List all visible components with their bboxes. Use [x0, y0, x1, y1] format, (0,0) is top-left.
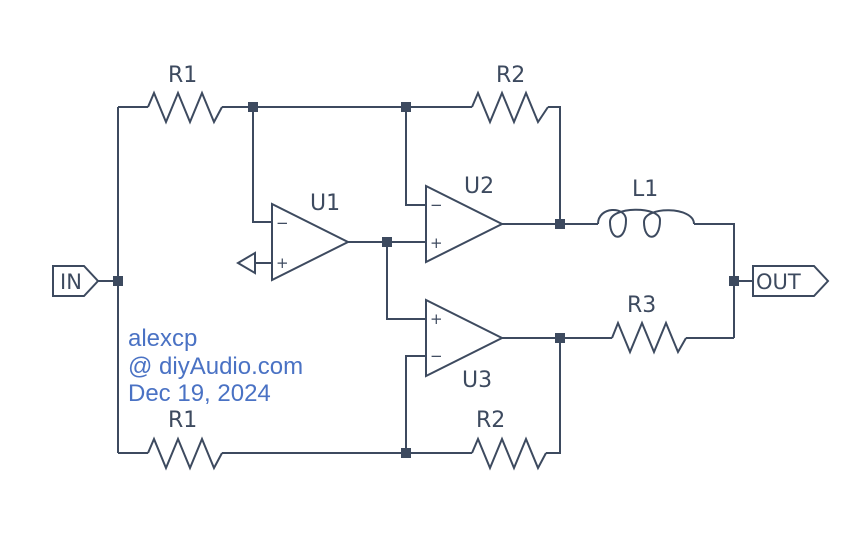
opamp-icon	[425, 298, 505, 378]
opamp-u2[interactable]: − + U2	[425, 174, 505, 264]
opamp-u1[interactable]: − + U1	[271, 191, 351, 282]
resistor-icon	[147, 90, 223, 125]
u1-label: U1	[310, 191, 340, 216]
r2-top-label: R2	[496, 63, 525, 88]
ground-symbol	[236, 251, 256, 275]
port-out[interactable]: OUT	[752, 265, 830, 297]
u3-label: U3	[462, 368, 492, 393]
opamp-u3[interactable]: + − U3	[425, 298, 505, 393]
resistor-r3[interactable]: R3	[611, 293, 687, 355]
resistor-icon	[147, 436, 223, 471]
junction-dot	[248, 102, 258, 112]
wires	[98, 106, 753, 454]
port-in[interactable]: IN	[52, 265, 100, 297]
annotation-date: Dec 19, 2024	[128, 380, 271, 407]
output-port-icon	[752, 265, 830, 297]
r1-bottom-label: R1	[168, 408, 197, 433]
wire-l1-out	[694, 223, 735, 338]
u1-plus-pin: +	[276, 254, 289, 272]
junction-dot	[729, 276, 739, 286]
opamp-icon	[425, 184, 505, 264]
opamp-icon	[271, 202, 351, 282]
wire-u2-minus	[405, 107, 426, 206]
input-port-icon	[52, 265, 100, 297]
u2-minus-pin: −	[430, 196, 443, 214]
resistor-icon	[611, 320, 687, 355]
inductor-l1[interactable]: L1	[597, 177, 695, 238]
wire-u1-minus	[252, 107, 272, 223]
annotation-site: @ diyAudio.com	[128, 353, 303, 380]
u3-minus-pin: −	[430, 347, 443, 365]
u2-plus-pin: +	[430, 234, 443, 252]
resistor-icon	[471, 436, 547, 471]
resistor-r1-top[interactable]: R1	[147, 63, 223, 125]
junction-dot	[555, 333, 565, 343]
u1-minus-pin: −	[276, 214, 289, 232]
resistor-r1-bottom[interactable]: R1	[147, 408, 223, 471]
wire-u3-fb	[546, 338, 561, 454]
resistor-r2-top[interactable]: R2	[471, 63, 549, 125]
u3-plus-pin: +	[430, 310, 443, 328]
l1-label: L1	[632, 177, 658, 202]
u2-label: U2	[464, 174, 494, 199]
junction-dot	[555, 219, 565, 229]
r2-bottom-label: R2	[476, 408, 505, 433]
junction-dot	[401, 448, 411, 458]
r3-label: R3	[627, 293, 656, 318]
author-annotation: alexcp @ diyAudio.com Dec 19, 2024	[128, 325, 303, 407]
junction-dot	[401, 102, 411, 112]
wire-u1-out-down	[386, 242, 426, 320]
ground-icon	[236, 251, 256, 275]
wire-u3-minus	[405, 355, 426, 453]
annotation-author: alexcp	[128, 325, 197, 352]
junction-dot	[382, 237, 392, 247]
resistor-icon	[471, 90, 549, 125]
junction-dot	[113, 276, 123, 286]
resistor-r2-bottom[interactable]: R2	[471, 408, 547, 471]
wire-r2-top-right	[548, 106, 561, 224]
out-port-label: OUT	[756, 270, 801, 294]
junctions	[113, 102, 739, 458]
in-port-label: IN	[60, 270, 82, 294]
r1-top-label: R1	[168, 63, 197, 88]
inductor-icon	[597, 208, 695, 238]
